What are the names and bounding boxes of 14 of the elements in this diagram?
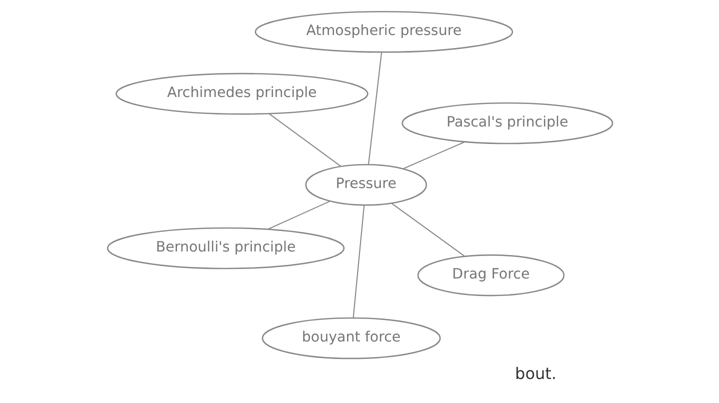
connector xyxy=(390,202,465,257)
node-ellipse: Archimedes principle xyxy=(115,72,368,115)
connector xyxy=(352,205,364,318)
node-ellipse: Pressure xyxy=(304,164,427,206)
node-ellipse: bouyant force xyxy=(261,317,440,360)
node-ellipse: Pascal's principle xyxy=(401,102,613,144)
node-ellipse: Bernoulli's principle xyxy=(106,227,344,270)
label: bout. xyxy=(514,364,556,384)
connector xyxy=(266,200,330,230)
node-ellipse: Drag Force xyxy=(416,254,564,296)
node-ellipse: Atmospheric pressure xyxy=(254,10,513,53)
connector xyxy=(367,52,382,165)
connector xyxy=(402,141,465,170)
connector xyxy=(268,113,341,167)
